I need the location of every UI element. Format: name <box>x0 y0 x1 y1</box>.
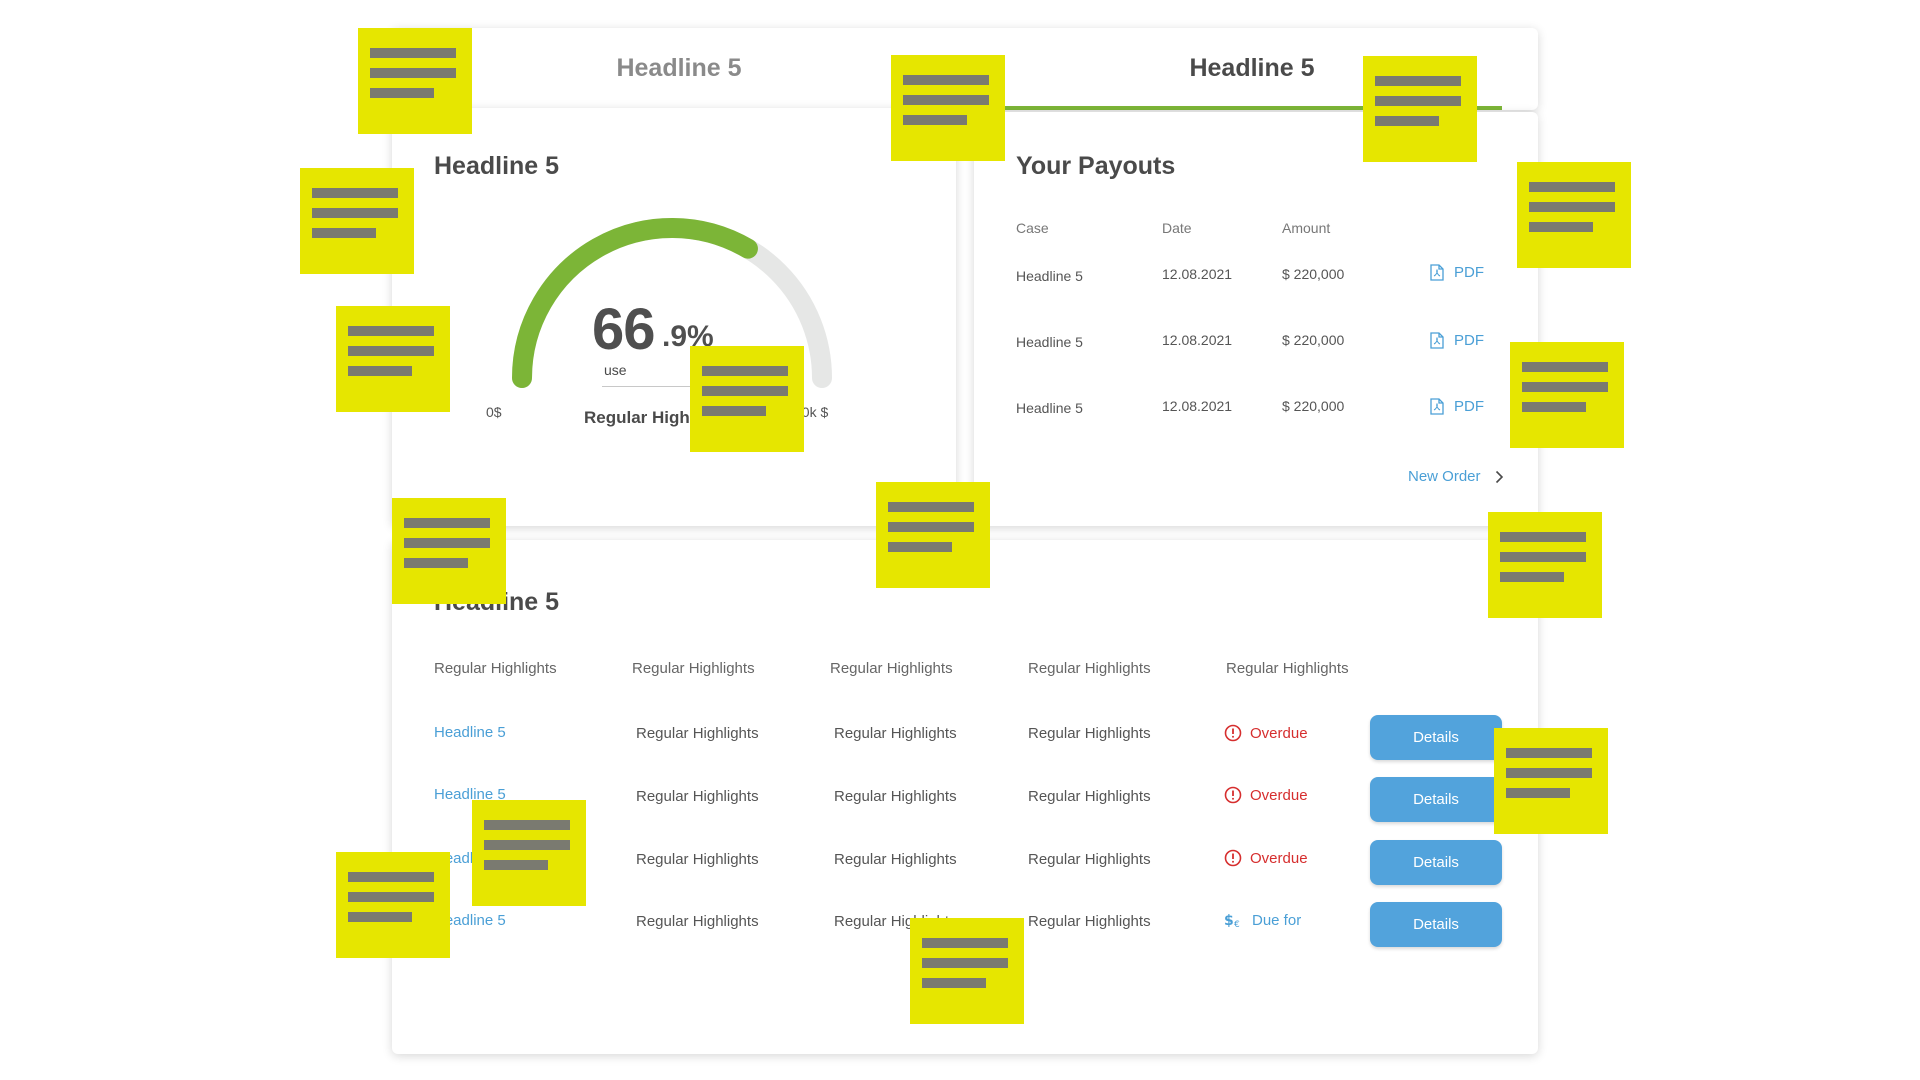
table-header: Regular Highlights <box>434 660 557 677</box>
gauge-value-main: 66 <box>592 297 656 362</box>
payout-pdf-link[interactable]: PDF <box>1430 332 1484 349</box>
details-button[interactable]: Details <box>1370 902 1502 947</box>
sticky-note <box>1517 162 1631 268</box>
payout-row-case: Headline 5 <box>1016 268 1083 284</box>
payout-row-amount: $ 220,000 <box>1282 332 1345 348</box>
table-header: Regular Highlights <box>632 660 755 677</box>
payout-row-amount: $ 220,000 <box>1282 398 1345 414</box>
payout-row-case: Headline 5 <box>1016 334 1083 350</box>
table-cell: Regular Highlights <box>636 725 759 742</box>
sticky-note <box>1510 342 1624 448</box>
table-cell: Regular Highlights <box>1028 725 1151 742</box>
new-order-link[interactable]: New Order <box>1408 468 1504 485</box>
currency-icon: $€ <box>1224 913 1240 929</box>
gauge-min-label: 0$ <box>486 404 502 420</box>
gauge-caption: Regular Highl <box>584 408 695 427</box>
sticky-note <box>1494 728 1608 834</box>
status-label: Overdue <box>1250 786 1308 804</box>
status-badge: Overdue <box>1224 849 1308 867</box>
pdf-file-icon <box>1430 332 1444 349</box>
svg-text:€: € <box>1234 920 1240 929</box>
tab-underline-active <box>1002 106 1502 110</box>
sticky-note <box>1363 56 1477 162</box>
payout-pdf-link[interactable]: PDF <box>1430 264 1484 281</box>
pdf-label: PDF <box>1454 332 1484 349</box>
status-label: Due for <box>1252 911 1302 929</box>
table-cell: Regular Highlights <box>834 788 957 805</box>
table-header: Regular Highlights <box>1028 660 1151 677</box>
table-row-name-link[interactable]: Headline 5 <box>434 912 506 929</box>
table-cell: Regular Highlights <box>636 851 759 868</box>
table-cell: Regular Highlights <box>1028 851 1151 868</box>
table-cell: Regular Highlights <box>1028 913 1151 930</box>
gauge-card-title: Headline 5 <box>434 152 560 180</box>
tab-headline-right[interactable]: Headline 5 <box>1189 53 1315 82</box>
payout-row-date: 12.08.2021 <box>1162 398 1233 414</box>
payouts-title: Your Payouts <box>1016 152 1176 180</box>
sticky-note <box>876 482 990 588</box>
table-header: Regular Highlights <box>830 660 953 677</box>
payout-row-date: 12.08.2021 <box>1162 332 1233 348</box>
sticky-note <box>690 346 804 452</box>
table-cell: Regular Highlights <box>1028 788 1151 805</box>
details-button[interactable]: Details <box>1370 777 1502 822</box>
sticky-note <box>1488 512 1602 618</box>
usage-gauge <box>512 218 832 388</box>
sticky-note <box>336 852 450 958</box>
payout-row-case: Headline 5 <box>1016 400 1083 416</box>
alert-circle-icon <box>1224 849 1242 867</box>
payout-row-date: 12.08.2021 <box>1162 266 1233 282</box>
chevron-right-icon <box>1495 470 1503 483</box>
payout-pdf-link[interactable]: PDF <box>1430 398 1484 415</box>
payouts-card: Your Payouts Case Date Amount Headline 5… <box>974 112 1538 526</box>
status-badge: Overdue <box>1224 724 1308 742</box>
tab-headline-left[interactable]: Headline 5 <box>616 53 742 82</box>
sticky-note <box>392 498 506 604</box>
table-cell: Regular Highlights <box>636 788 759 805</box>
gauge-divider <box>602 386 732 387</box>
new-order-label: New Order <box>1408 468 1481 485</box>
sticky-note <box>891 55 1005 161</box>
table-row-name-link[interactable]: Headline 5 <box>434 786 506 803</box>
gauge-fill <box>512 218 758 388</box>
details-button[interactable]: Details <box>1370 715 1502 760</box>
sticky-note <box>358 28 472 134</box>
gauge-sub-label: use <box>604 362 627 378</box>
status-label: Overdue <box>1250 724 1308 742</box>
payouts-header-date: Date <box>1162 220 1192 236</box>
pdf-label: PDF <box>1454 264 1484 281</box>
sticky-note <box>300 168 414 274</box>
payouts-header-case: Case <box>1016 220 1049 236</box>
table-cell: Regular Highlights <box>834 725 957 742</box>
table-cell: Regular Highlights <box>636 913 759 930</box>
table-cell: Regular Highlights <box>834 851 957 868</box>
alert-circle-icon <box>1224 724 1242 742</box>
pdf-file-icon <box>1430 264 1444 281</box>
details-button[interactable]: Details <box>1370 840 1502 885</box>
payouts-header-amount: Amount <box>1282 220 1331 236</box>
alert-circle-icon <box>1224 786 1242 804</box>
table-header: Regular Highlights <box>1226 660 1349 677</box>
payout-row-amount: $ 220,000 <box>1282 266 1345 282</box>
status-badge: $€ Due for <box>1224 911 1302 930</box>
svg-text:$: $ <box>1224 913 1234 929</box>
gauge-card: Headline 5 66 .9% use 0$ 00k $ Regular H… <box>392 108 956 526</box>
status-label: Overdue <box>1250 849 1308 867</box>
table-row-name-link[interactable]: Headline 5 <box>434 724 506 741</box>
sticky-note <box>910 918 1024 1024</box>
pdf-label: PDF <box>1454 398 1484 415</box>
pdf-file-icon <box>1430 398 1444 415</box>
sticky-note <box>472 800 586 906</box>
status-badge: Overdue <box>1224 786 1308 804</box>
sticky-note <box>336 306 450 412</box>
